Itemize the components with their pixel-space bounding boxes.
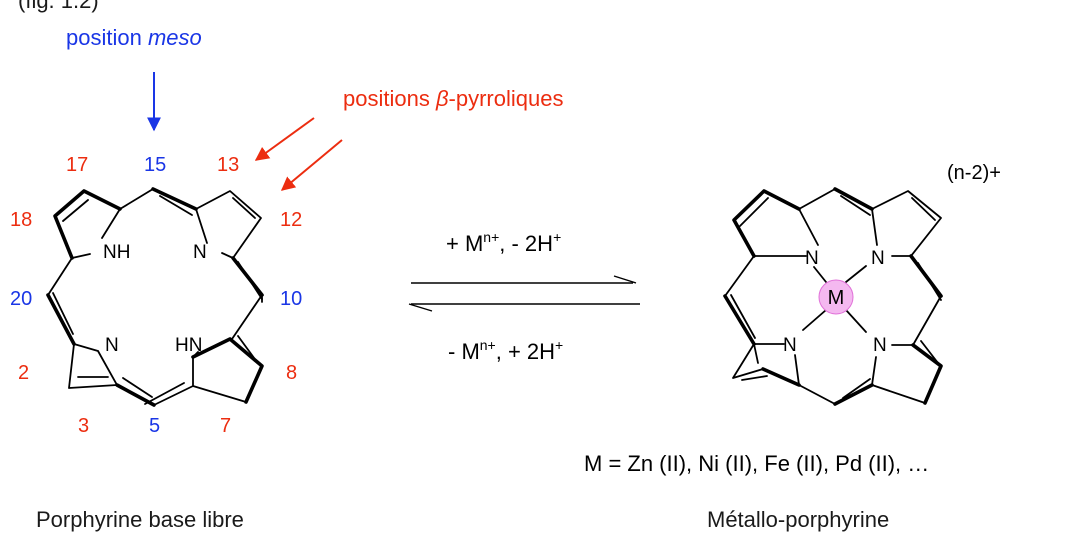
- forward-b: , - 2H: [499, 231, 553, 256]
- free-base-structure: [46, 187, 264, 407]
- forward-sup2: +: [553, 229, 561, 245]
- pos-18: 18: [10, 209, 32, 231]
- beta-arrow-12: [280, 139, 343, 191]
- forward-conditions: + Mn+, - 2H+: [446, 229, 561, 256]
- pos-7: 7: [220, 415, 231, 437]
- mp-atom-n-tl: N: [805, 248, 819, 269]
- meso-position-label: position meso: [66, 25, 202, 50]
- pos-17: 17: [66, 154, 88, 176]
- metal-center: [818, 279, 854, 315]
- beta-italic: β: [435, 86, 449, 111]
- beta-positions-label: positions β-pyrroliques: [343, 86, 563, 111]
- reverse-arrow-barb: [408, 303, 433, 312]
- header-fragment: (fig. 1.2): [18, 0, 99, 13]
- fb-atom-nh: NH: [103, 242, 130, 263]
- pos-2: 2: [18, 362, 29, 384]
- metallo-caption: Métallo-porphyrine: [707, 507, 889, 532]
- beta-prefix: positions: [343, 86, 436, 111]
- mp-double-bonds: [730, 195, 942, 399]
- pos-10: 10: [280, 288, 302, 310]
- metal-label: M: [828, 287, 845, 309]
- pos-3: 3: [78, 415, 89, 437]
- fb-double-bonds: [52, 195, 263, 405]
- beta-suffix: -pyrroliques: [449, 86, 564, 111]
- mp-atom-n-bl: N: [783, 335, 797, 356]
- forward-arrow-barb: [613, 275, 637, 284]
- forward-a: + M: [446, 231, 483, 256]
- pos-20: 20: [10, 288, 32, 310]
- pos-12: 12: [280, 209, 302, 231]
- free-base-caption: Porphyrine base libre: [36, 507, 244, 532]
- mp-inner-bonds: [724, 188, 942, 405]
- pos-13: 13: [217, 154, 239, 176]
- fb-atom-n-top: N: [193, 242, 207, 263]
- mp-atom-n-tr: N: [871, 248, 885, 269]
- fb-numbering: 17 15 13 18 12 20 10 2 8 3 5 7: [10, 154, 302, 437]
- mp-atom-n-br: N: [873, 335, 887, 356]
- reverse-b: , + 2H: [496, 339, 555, 364]
- metallo-structure: [723, 187, 943, 406]
- reverse-conditions: - Mn+, + 2H+: [448, 337, 563, 364]
- reverse-sup2: +: [555, 337, 563, 353]
- fb-inner-bonds: [47, 188, 263, 406]
- meso-prefix: position: [66, 25, 148, 50]
- reverse-sup: n+: [480, 337, 496, 353]
- reverse-a: - M: [448, 339, 480, 364]
- fb-atom-hn: HN: [175, 335, 202, 356]
- forward-sup: n+: [483, 229, 499, 245]
- beta-arrow-13: [254, 117, 315, 161]
- pos-5: 5: [149, 415, 160, 437]
- complex-charge: (n-2)+: [947, 162, 1001, 184]
- fb-atom-n-bottom: N: [105, 335, 119, 356]
- fb-outer-bonds: [46, 187, 264, 407]
- meso-italic: meso: [148, 25, 202, 50]
- metal-list: M = Zn (II), Ni (II), Fe (II), Pd (II), …: [584, 451, 929, 476]
- pos-15: 15: [144, 154, 166, 176]
- pos-8: 8: [286, 362, 297, 384]
